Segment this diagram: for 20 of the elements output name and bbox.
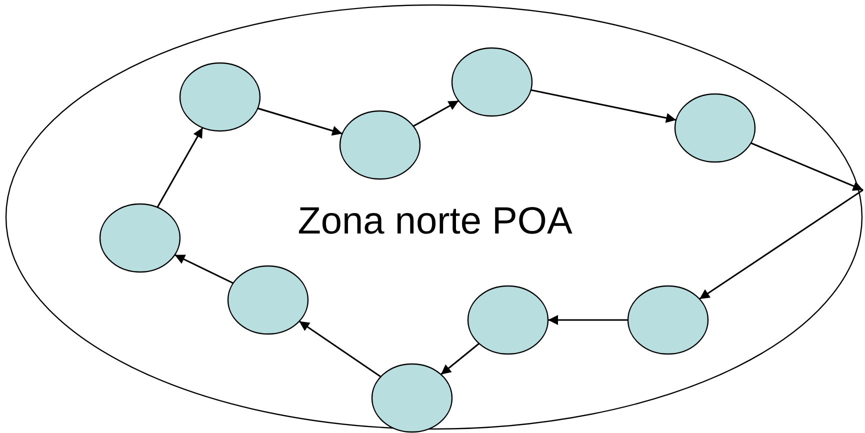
node-circle (340, 111, 420, 179)
arrow (750, 142, 864, 191)
arrow (548, 315, 628, 325)
node-circle (468, 286, 548, 354)
arrow (156, 127, 204, 208)
region-label: Zona norte POA (298, 200, 572, 244)
node-circle (372, 364, 452, 432)
arrow (699, 189, 864, 300)
node-circle (228, 266, 308, 334)
node-circle (452, 48, 532, 116)
node-circle (180, 63, 260, 131)
node-circle (100, 204, 180, 272)
arrow (258, 108, 342, 136)
arrow (412, 100, 460, 127)
arrow (298, 320, 382, 378)
node-circle (628, 286, 708, 354)
node-circle (675, 94, 755, 162)
arrow (530, 89, 676, 123)
arrow (174, 254, 234, 284)
arrow (440, 342, 480, 376)
